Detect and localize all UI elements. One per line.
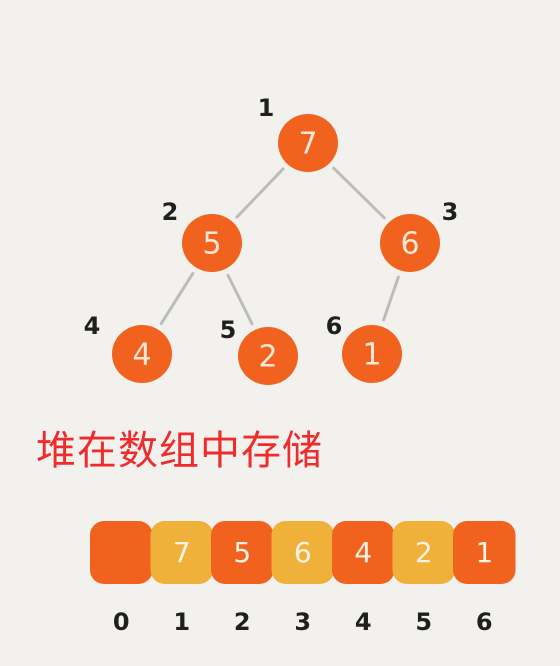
tree-node-value: 4 bbox=[132, 338, 151, 373]
tree-node-index-label: 3 bbox=[442, 198, 459, 226]
array-cell-4: 4 bbox=[332, 521, 395, 584]
tree-node-value: 5 bbox=[202, 227, 221, 262]
array-index-label: 6 bbox=[476, 608, 493, 636]
tree-node-value: 2 bbox=[258, 340, 277, 375]
tree-edge-2-5 bbox=[226, 273, 254, 326]
array-index-label: 3 bbox=[294, 608, 311, 636]
heap-array-heading: 堆在数组中存储 bbox=[36, 428, 323, 474]
array-index-label: 4 bbox=[355, 608, 372, 636]
array-cell-box bbox=[271, 521, 334, 584]
array-index-label: 0 bbox=[113, 608, 130, 636]
array-cell-value: 5 bbox=[233, 536, 251, 569]
array-index-label: 2 bbox=[234, 608, 251, 636]
tree-node-circle bbox=[112, 325, 172, 383]
tree-edge-1-3 bbox=[332, 166, 386, 220]
array-cell-value: 2 bbox=[415, 536, 433, 569]
tree-node-circle bbox=[342, 325, 402, 383]
array-cell-value: 7 bbox=[173, 536, 191, 569]
tree-node-circle bbox=[278, 114, 338, 172]
tree-node-value: 6 bbox=[400, 227, 419, 262]
tree-edge-2-4 bbox=[159, 271, 195, 326]
array-index-label: 1 bbox=[173, 608, 190, 636]
tree-edge-3-6 bbox=[382, 275, 400, 322]
tree-node-6: 1 bbox=[342, 325, 402, 383]
tree-node-value: 1 bbox=[362, 338, 381, 373]
array-index-label: 5 bbox=[415, 608, 432, 636]
array-cell-box bbox=[90, 521, 153, 584]
array-cell-value: 1 bbox=[475, 536, 493, 569]
tree-node-circle bbox=[182, 214, 242, 272]
array-cell-0 bbox=[90, 521, 153, 584]
array-cell-6: 1 bbox=[453, 521, 516, 584]
tree-node-4: 4 bbox=[112, 325, 172, 383]
array-cell-3: 6 bbox=[271, 521, 334, 584]
array-cell-value: 6 bbox=[294, 536, 312, 569]
tree-node-value: 7 bbox=[298, 127, 317, 162]
array-cell-box bbox=[392, 521, 455, 584]
tree-edge-1-2 bbox=[235, 167, 285, 219]
array-cell-value: 4 bbox=[354, 536, 372, 569]
array-cell-1: 7 bbox=[150, 521, 213, 584]
array-cell-box bbox=[332, 521, 395, 584]
array-cell-box bbox=[453, 521, 516, 584]
tree-node-2: 5 bbox=[182, 214, 242, 272]
tree-node-1: 7 bbox=[278, 114, 338, 172]
tree-node-index-label: 2 bbox=[162, 198, 179, 226]
array-cell-box bbox=[211, 521, 274, 584]
tree-node-5: 2 bbox=[238, 327, 298, 385]
array-cell-box bbox=[150, 521, 213, 584]
array-cell-2: 5 bbox=[211, 521, 274, 584]
tree-node-circle bbox=[380, 214, 440, 272]
tree-node-index-label: 6 bbox=[326, 312, 343, 340]
tree-node-3: 6 bbox=[380, 214, 440, 272]
tree-node-index-label: 4 bbox=[84, 312, 101, 340]
tree-node-index-label: 1 bbox=[258, 94, 275, 122]
array-cell-5: 2 bbox=[392, 521, 455, 584]
tree-node-circle bbox=[238, 327, 298, 385]
tree-node-index-label: 5 bbox=[220, 316, 237, 344]
